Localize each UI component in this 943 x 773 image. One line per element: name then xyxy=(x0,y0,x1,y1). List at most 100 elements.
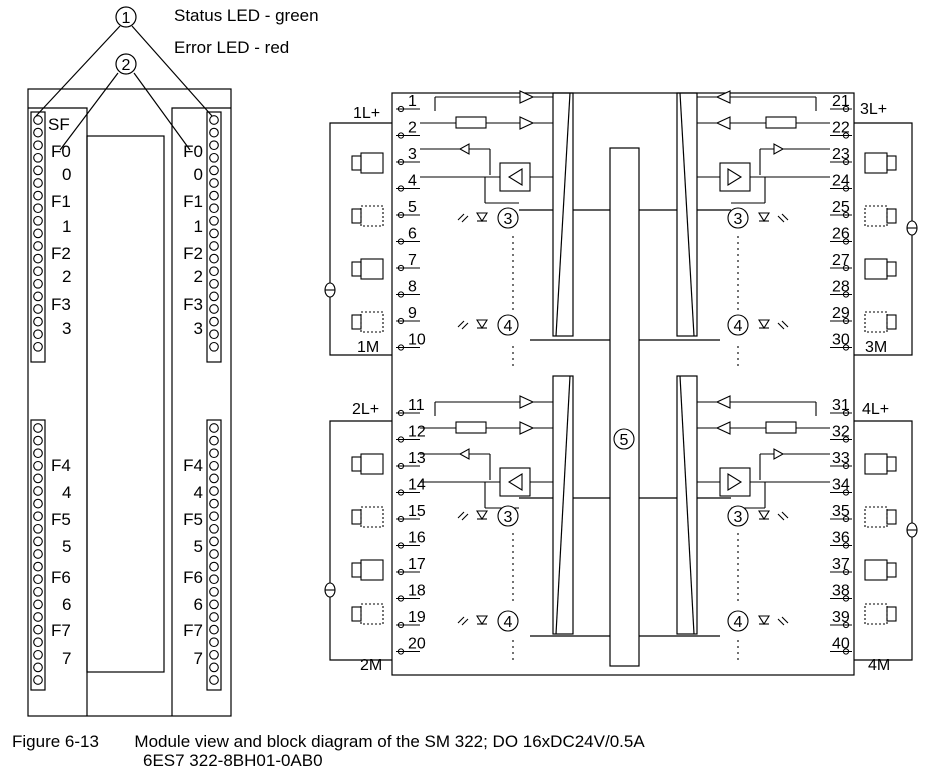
load-frame xyxy=(360,603,384,625)
led-ray xyxy=(457,213,465,221)
led-ring xyxy=(33,190,43,201)
led-ring xyxy=(33,215,43,226)
module-left-label: 1 xyxy=(62,217,71,236)
figure-title: Module view and block diagram of the SM … xyxy=(134,732,645,751)
led-ring xyxy=(33,291,43,302)
callout-4-label: 4 xyxy=(734,318,743,335)
load-coil xyxy=(886,155,897,171)
optocoupler-group-4 xyxy=(676,375,698,635)
led-ray xyxy=(457,616,465,624)
led-ring xyxy=(33,127,43,138)
right-terminal-number: 33 xyxy=(832,450,850,467)
module-right-label: F2 xyxy=(183,244,203,263)
right-terminal-number: 38 xyxy=(832,583,850,600)
callout-4-circle xyxy=(727,610,749,632)
right-terminal-number: 22 xyxy=(832,120,850,137)
module-right-flap xyxy=(171,107,231,716)
left-terminal-number: 8 xyxy=(408,279,417,296)
fuse xyxy=(765,421,797,434)
load-coil xyxy=(886,456,897,472)
callout-5-circle xyxy=(613,428,635,450)
led-icon xyxy=(758,212,770,223)
led-ring xyxy=(209,486,219,496)
load-frame xyxy=(360,506,384,528)
led-ring xyxy=(33,675,43,685)
right-terminal-number: 40 xyxy=(832,636,850,653)
right-led-strip-bottom xyxy=(206,419,222,691)
module-right-label: F5 xyxy=(183,510,203,529)
module-right-label: 7 xyxy=(194,649,203,668)
module-left-label: F5 xyxy=(51,510,71,529)
led-ray xyxy=(777,618,785,626)
led-ring xyxy=(209,127,219,138)
load-frame xyxy=(360,311,384,333)
led-ring xyxy=(33,561,43,572)
load-coil xyxy=(351,456,362,472)
led-ring xyxy=(209,448,219,459)
optocoupler-group-1 xyxy=(552,92,574,337)
diode-icon xyxy=(773,143,785,155)
module-center-window xyxy=(86,135,165,673)
load-coil xyxy=(886,261,897,277)
fuse xyxy=(765,116,797,129)
led-ring xyxy=(33,649,43,660)
module-left-label: 2 xyxy=(62,267,71,286)
led-ring xyxy=(209,523,219,534)
load-coil xyxy=(351,606,362,622)
led-ring xyxy=(209,304,219,314)
led-ring xyxy=(209,549,219,559)
led-ring xyxy=(33,511,43,522)
left-terminal-number: 1 xyxy=(408,93,417,110)
callout-3-label: 3 xyxy=(734,211,743,228)
right-terminal-number: 27 xyxy=(832,252,850,269)
amplifier-triangle xyxy=(519,421,535,435)
led-ring xyxy=(209,341,219,352)
right-terminal-number: 36 xyxy=(832,530,850,547)
figure-caption: Figure 6-13 Module view and block diagra… xyxy=(12,732,645,752)
led-ring xyxy=(33,152,43,163)
diode-icon xyxy=(458,448,470,460)
led-ring xyxy=(209,498,219,509)
led-ring xyxy=(209,241,219,251)
module-left-label: 5 xyxy=(62,537,71,556)
load-frame xyxy=(360,152,384,174)
callout-1-label: 1 xyxy=(122,10,131,27)
led-ring xyxy=(209,203,219,214)
block-diagram-frame xyxy=(391,92,855,676)
led-ring xyxy=(209,599,219,610)
load-coil xyxy=(886,606,897,622)
left-terminal-number: 11 xyxy=(408,397,425,414)
led-ring xyxy=(33,203,43,214)
module-left-flap xyxy=(28,107,88,716)
callout-4-circle xyxy=(497,314,519,336)
led-icon xyxy=(476,615,488,626)
led-ring xyxy=(209,423,219,433)
left-terminal-number: 3 xyxy=(408,146,417,163)
left-terminal-number: 7 xyxy=(408,252,417,269)
led-ray xyxy=(777,322,785,330)
load-frame xyxy=(864,506,888,528)
amplifier-triangle xyxy=(519,90,535,104)
led-ring xyxy=(33,435,43,446)
callout-3-circle xyxy=(497,207,519,229)
left-led-strip-top xyxy=(30,111,46,363)
led-ring xyxy=(33,523,43,534)
led-ring xyxy=(33,423,43,433)
load-frame xyxy=(864,559,888,581)
left-terminal-number: 14 xyxy=(408,477,426,494)
led-ring xyxy=(209,278,219,289)
led-icon xyxy=(758,615,770,626)
right-terminal-number: 32 xyxy=(832,424,850,441)
left-terminal-number: 17 xyxy=(408,556,426,573)
amplifier-triangle xyxy=(519,395,535,409)
load-frame xyxy=(864,152,888,174)
load-frame xyxy=(360,258,384,280)
load-frame xyxy=(864,311,888,333)
led-ring xyxy=(33,304,43,314)
led-ring xyxy=(209,152,219,163)
module-front-outline xyxy=(27,88,232,717)
load-coil xyxy=(351,314,362,330)
led-ring xyxy=(209,675,219,685)
led-ring xyxy=(209,586,219,597)
